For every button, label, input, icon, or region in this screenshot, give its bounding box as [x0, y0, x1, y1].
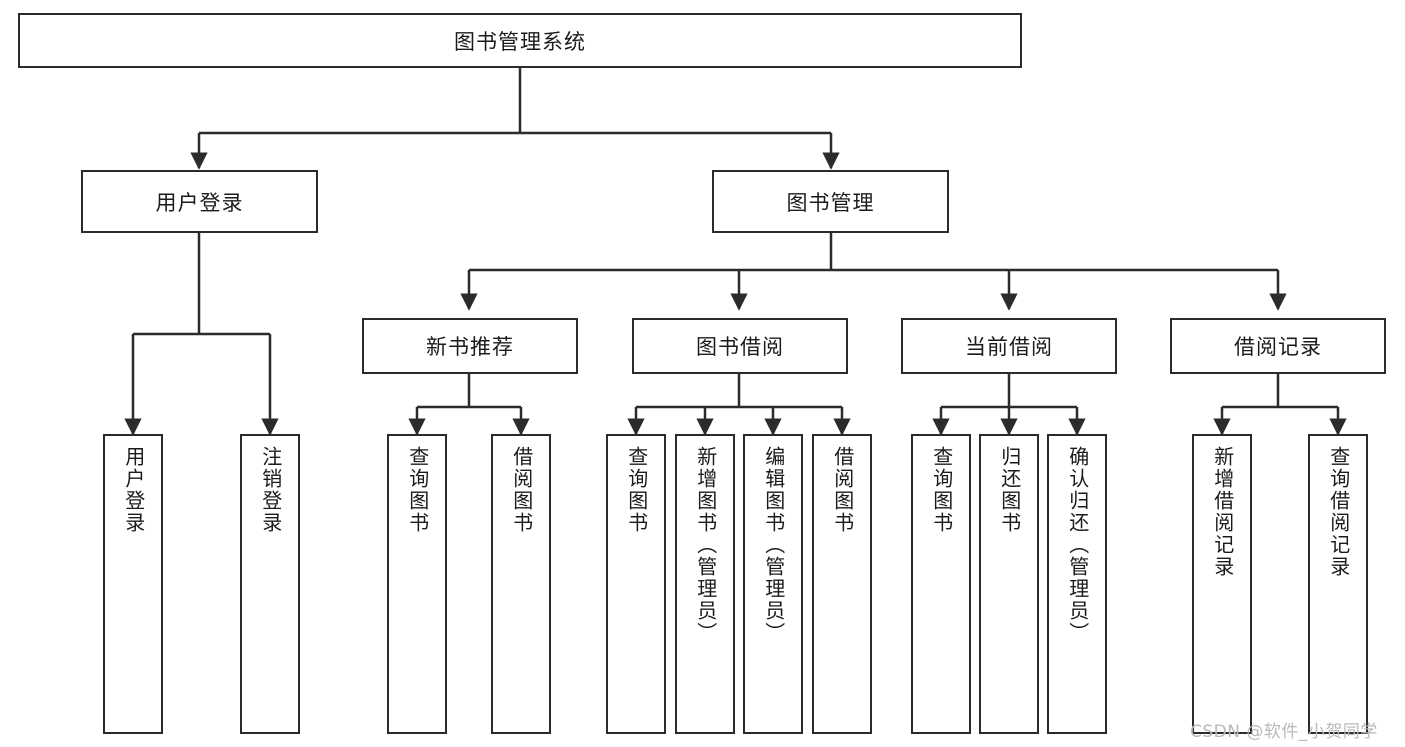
node-book-borrow[interactable]: 图书借阅 — [632, 318, 848, 374]
node-label: 用户登录 — [155, 190, 244, 215]
node-label: 当前借阅 — [965, 335, 1053, 359]
node-label: 查询借阅记录 — [1326, 446, 1351, 578]
node-label: 注销登录 — [258, 446, 283, 534]
node-label: 新增图书（管理员） — [693, 446, 718, 644]
node-label: 借阅记录 — [1234, 335, 1322, 359]
node-leaf-query-book-3[interactable]: 查询图书 — [911, 434, 971, 734]
node-leaf-edit-book[interactable]: 编辑图书（管理员） — [743, 434, 803, 734]
node-label: 查询图书 — [624, 446, 649, 534]
node-leaf-add-record[interactable]: 新增借阅记录 — [1192, 434, 1252, 734]
node-book-management[interactable]: 图书管理 — [712, 170, 949, 233]
node-label: 图书管理系统 — [454, 29, 586, 54]
node-leaf-borrow-book-2[interactable]: 借阅图书 — [812, 434, 872, 734]
node-leaf-query-book-1[interactable]: 查询图书 — [387, 434, 447, 734]
node-new-book-recommend[interactable]: 新书推荐 — [362, 318, 578, 374]
csdn-watermark: CSDN @软件_小贺同学 — [1190, 722, 1378, 742]
node-leaf-confirm-return[interactable]: 确认归还（管理员） — [1047, 434, 1107, 734]
node-book-management-system[interactable]: 图书管理系统 — [18, 13, 1022, 68]
node-label: 新增借阅记录 — [1210, 446, 1235, 578]
node-leaf-query-record[interactable]: 查询借阅记录 — [1308, 434, 1368, 734]
node-label: 查询图书 — [405, 446, 430, 534]
node-user-login[interactable]: 用户登录 — [81, 170, 318, 233]
node-leaf-add-book[interactable]: 新增图书（管理员） — [675, 434, 735, 734]
node-label: 借阅图书 — [830, 446, 855, 534]
node-label: 查询图书 — [929, 446, 954, 534]
node-label: 新书推荐 — [426, 335, 514, 359]
node-leaf-query-book-2[interactable]: 查询图书 — [606, 434, 666, 734]
node-label: 借阅图书 — [509, 446, 534, 534]
node-label: 用户登录 — [121, 446, 146, 534]
node-label: 图书借阅 — [696, 335, 784, 359]
node-current-borrow[interactable]: 当前借阅 — [901, 318, 1117, 374]
node-label: 图书管理 — [786, 190, 875, 215]
node-leaf-return-book[interactable]: 归还图书 — [979, 434, 1039, 734]
node-leaf-borrow-book-1[interactable]: 借阅图书 — [491, 434, 551, 734]
node-label: 归还图书 — [997, 446, 1022, 534]
node-leaf-user-login[interactable]: 用户登录 — [103, 434, 163, 734]
node-borrow-record[interactable]: 借阅记录 — [1170, 318, 1386, 374]
node-label: 确认归还（管理员） — [1065, 446, 1090, 644]
node-leaf-logout-login[interactable]: 注销登录 — [240, 434, 300, 734]
node-label: 编辑图书（管理员） — [761, 446, 786, 644]
